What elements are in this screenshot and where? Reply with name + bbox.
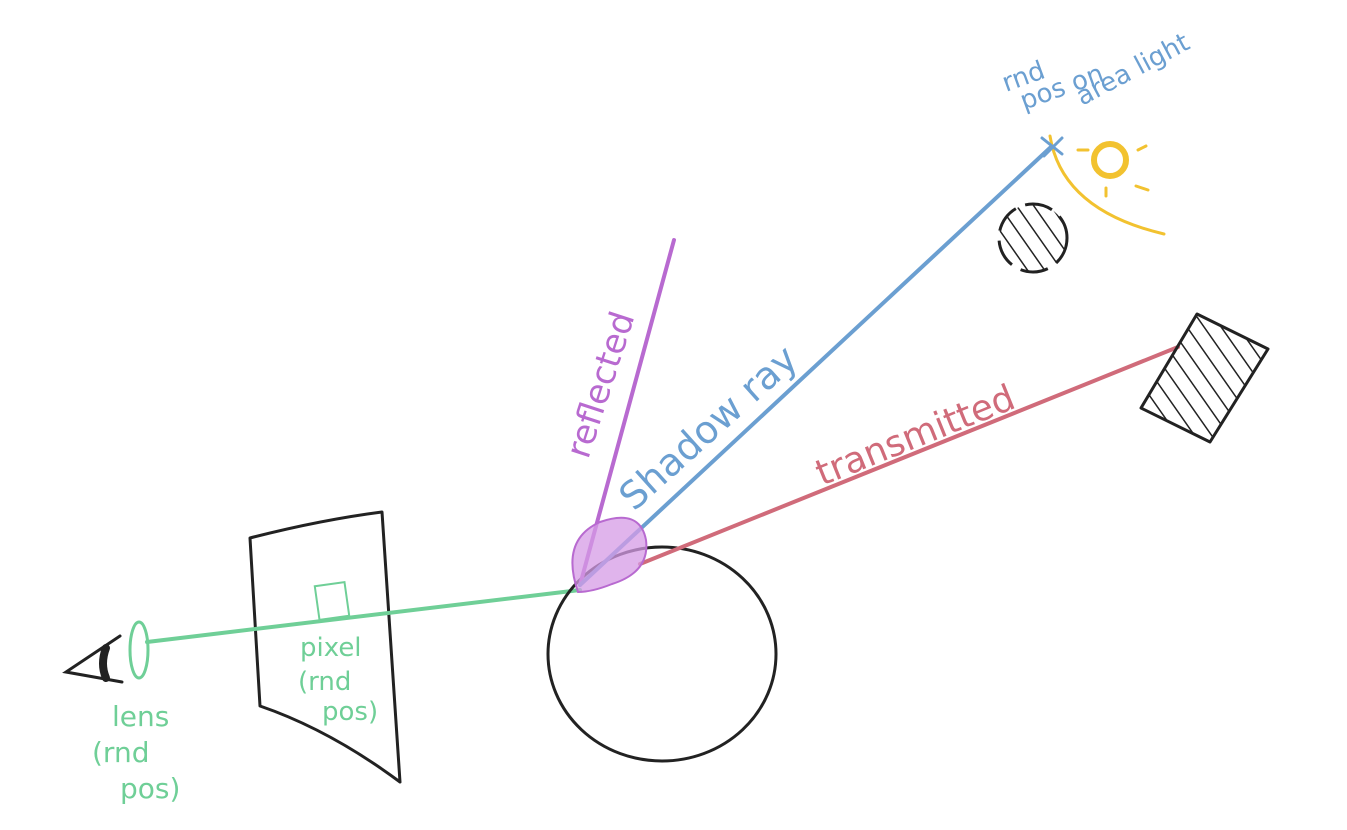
eye-icon [62, 634, 124, 684]
hatched-sphere [997, 202, 1069, 274]
pixel-square [313, 580, 351, 622]
transmitted-ray [638, 345, 1180, 566]
lens-label-line1: lens [112, 700, 169, 733]
hit-point [571, 516, 648, 594]
image-plane [248, 510, 402, 784]
sun-icon [1076, 141, 1150, 198]
lens-label-line2: (rnd [92, 736, 149, 769]
pixel-label-line2: (rnd [298, 667, 351, 697]
shadow-ray [578, 144, 1054, 587]
camera-ray [145, 588, 582, 644]
reflected-label: reflected [559, 307, 644, 463]
sample-point-mark [1040, 136, 1064, 158]
area-light-arc [1048, 134, 1166, 236]
pixel-label: pixel (rnd pos) [298, 633, 378, 727]
pixel-label-line3: pos) [322, 697, 378, 727]
lens-label: lens (rnd pos) [92, 700, 180, 805]
lens-label-line3: pos) [120, 772, 180, 805]
lens [128, 620, 150, 680]
transmitted-label: transmitted [810, 377, 1021, 494]
pixel-label-line1: pixel [300, 633, 362, 663]
sphere [546, 545, 778, 763]
area-light-label: rnd pos on area light [998, 28, 1195, 117]
hatched-box [1139, 312, 1270, 444]
